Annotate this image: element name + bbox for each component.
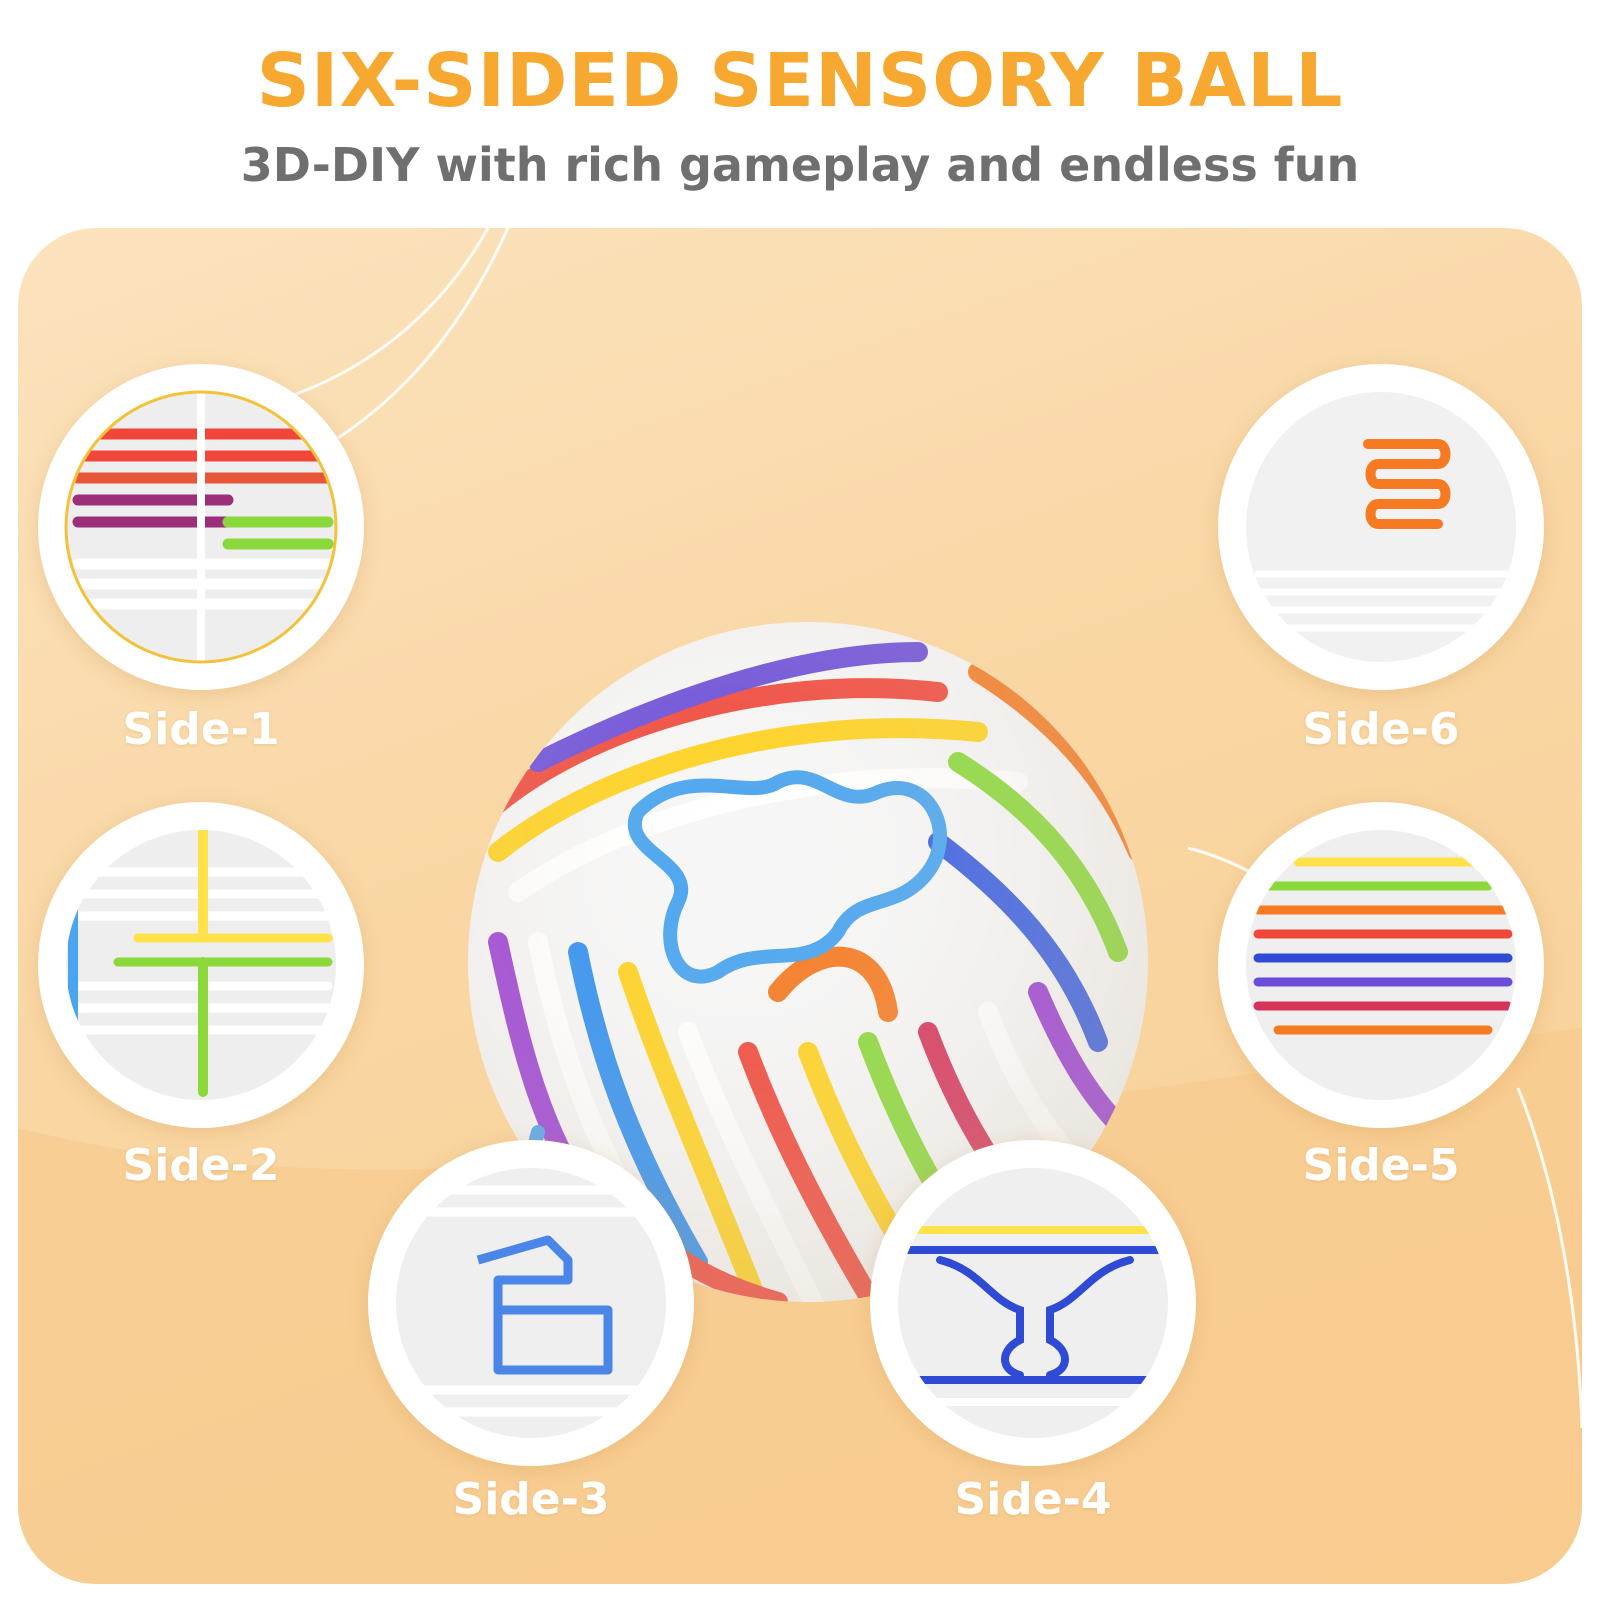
side-6-image — [1218, 364, 1544, 690]
side-5-ball-icon — [1246, 830, 1516, 1100]
side-2-image — [38, 802, 364, 1128]
side-4-image — [870, 1140, 1196, 1466]
side-3-label: Side-3 — [452, 1474, 610, 1525]
side-6-label: Side-6 — [1302, 704, 1460, 755]
page-title: SIX-SIDED SENSORY BALL — [256, 38, 1344, 124]
side-1-image — [38, 364, 364, 690]
side-5-label: Side-5 — [1302, 1140, 1460, 1191]
side-3-image — [368, 1140, 694, 1466]
side-1-ball-icon — [64, 390, 338, 664]
side-6-ball-icon — [1246, 392, 1516, 662]
side-5-image — [1218, 802, 1544, 1128]
side-2-label: Side-2 — [122, 1140, 280, 1191]
side-1-label: Side-1 — [122, 704, 280, 755]
side-3-ball-icon — [396, 1168, 666, 1438]
side-2-ball-icon — [66, 830, 336, 1100]
side-4-label: Side-4 — [954, 1474, 1112, 1525]
side-4-ball-icon — [898, 1168, 1168, 1438]
page-subtitle: 3D-DIY with rich gameplay and endless fu… — [240, 138, 1360, 192]
product-panel: Side-1 Side-2 — [18, 228, 1582, 1584]
